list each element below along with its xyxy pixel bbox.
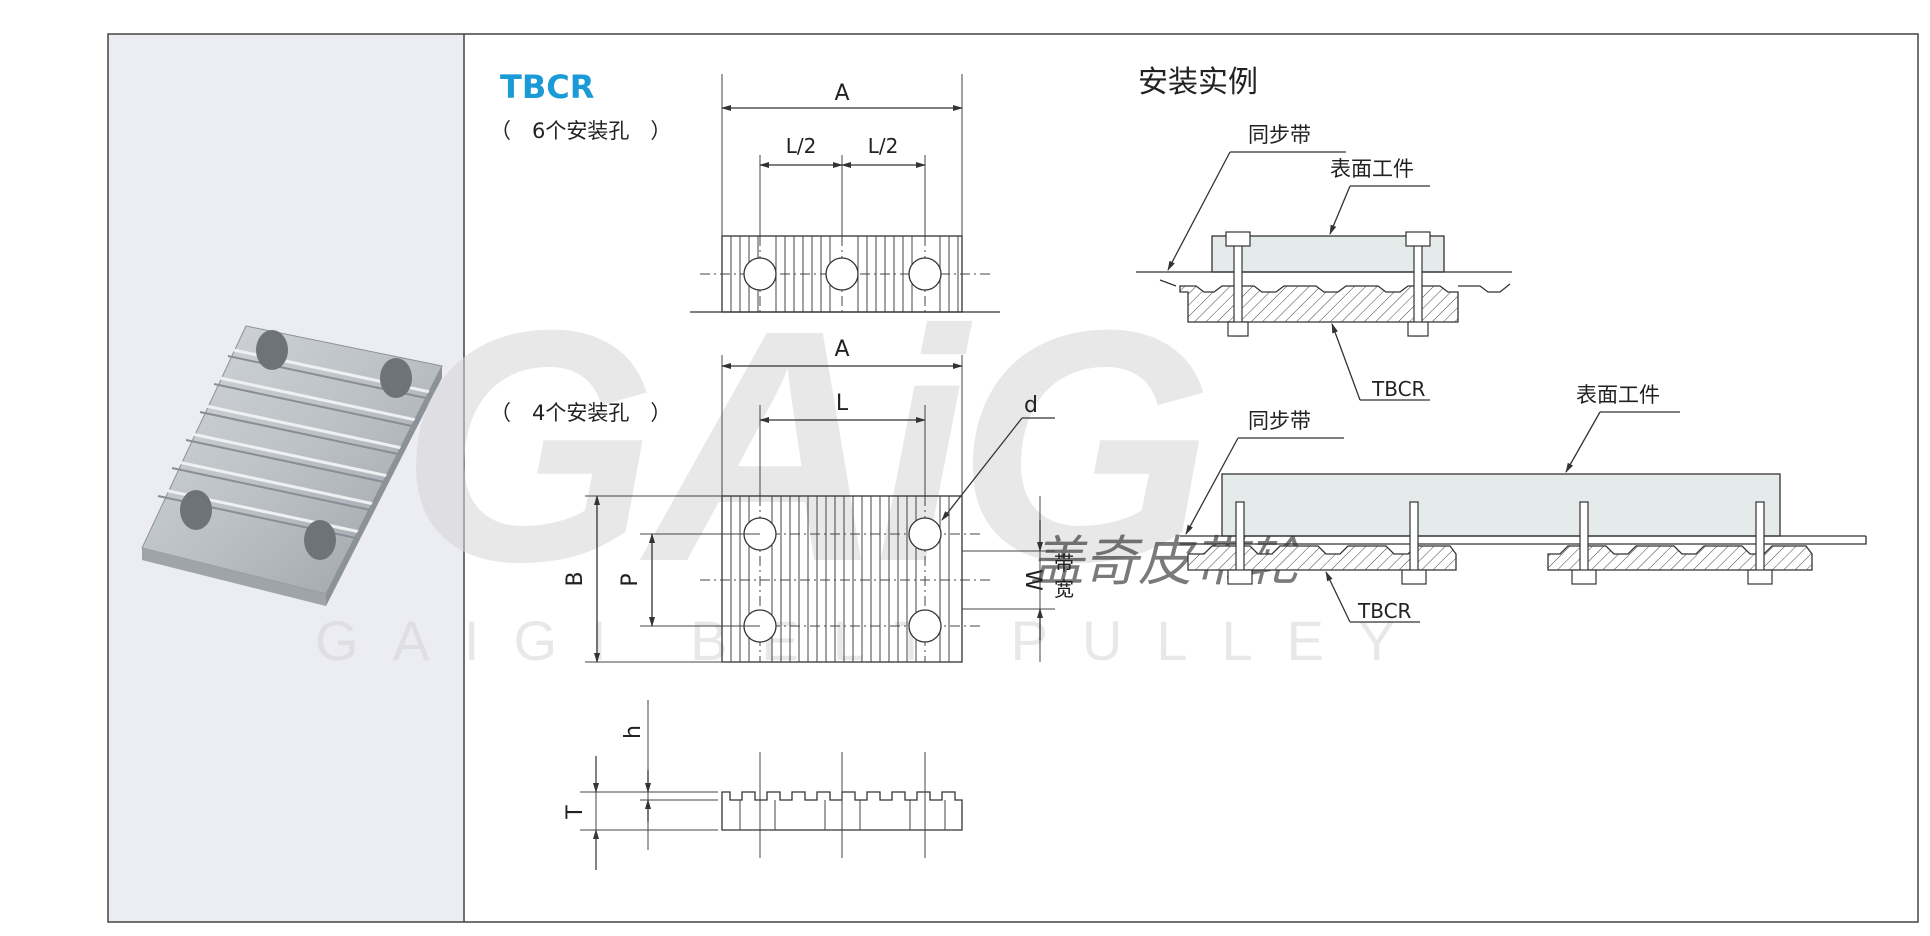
dim-l-half-right: L/2 [868,134,899,158]
outer-frame [107,33,1919,923]
variant-6-holes: （ 6个安装孔 ） [490,119,671,143]
top-part-label: TBCR [1371,377,1426,401]
watermark: GAiG 盖奇皮带轮 GAIGI BELT PULLEY [315,261,1395,672]
dim-h: h [621,725,646,739]
dim-w: W [1020,569,1045,591]
dim-p: P [618,573,643,586]
dim-b: B [563,571,588,586]
dim-t: T [563,805,588,820]
dim-l: L [836,391,849,416]
top-belt-label: 同步带 [1248,123,1311,147]
installation-example-top: 同步带 表面工件 TBCR [1136,123,1512,401]
product-code: TBCR [500,68,594,106]
dim-a-mid: A [834,337,849,362]
side-view: T h [563,700,963,870]
bottom-part-label: TBCR [1357,599,1412,623]
top-view-4-holes: A L d [563,337,1074,663]
top-workpiece-label: 表面工件 [1330,157,1414,181]
product-photo [141,325,443,606]
installation-example-bottom: 同步带 表面工件 TBCR [1180,383,1867,623]
dim-l-half-left: L/2 [786,134,817,158]
belt-width-label-2: 宽 [1054,577,1074,601]
belt-width-label-1: 带 [1054,551,1074,575]
installation-title: 安装实例 [1138,65,1258,100]
variant-4-holes: （ 4个安装孔 ） [490,401,671,425]
watermark-logo: GAiG [400,261,1204,630]
top-view-6-holes: A L/2 L/2 [690,74,1000,313]
dim-d: d [1024,393,1038,418]
bottom-workpiece-label: 表面工件 [1576,383,1660,407]
dim-a-top: A [834,81,849,106]
bottom-belt-label: 同步带 [1248,409,1311,433]
